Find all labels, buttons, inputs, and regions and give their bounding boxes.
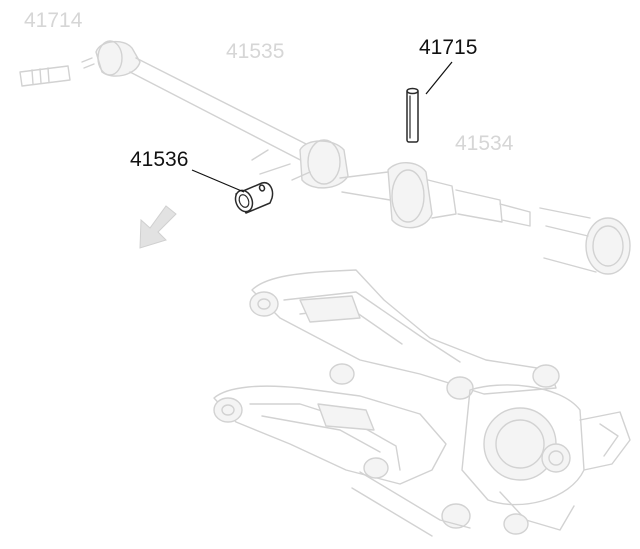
direction-arrow-icon <box>139 205 177 249</box>
suspension-arm-assembly-drawing <box>213 269 631 537</box>
leader-line-41715 <box>425 61 453 95</box>
pin-41715-drawing <box>406 87 419 143</box>
part-label-41534: 41534 <box>455 132 514 155</box>
collar-41536-drawing <box>234 181 274 214</box>
axle-41534-drawing <box>339 162 631 275</box>
part-label-41536: 41536 <box>130 148 188 171</box>
part-label-41715: 41715 <box>419 36 477 59</box>
part-label-41535: 41535 <box>226 40 284 63</box>
drive-shaft-41535-drawing <box>19 40 349 189</box>
leader-line-41536 <box>191 169 245 193</box>
part-label-41714: 41714 <box>24 9 83 32</box>
